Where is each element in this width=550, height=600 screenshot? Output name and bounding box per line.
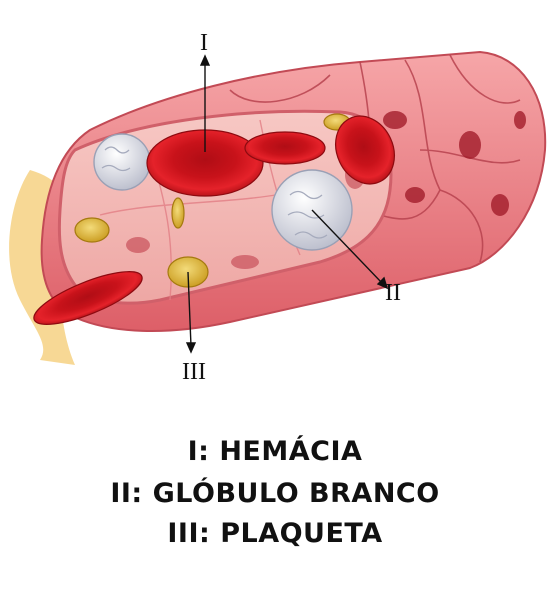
red-blood-cells xyxy=(33,115,395,325)
legend-line-plaqueta: III: PLAQUETA xyxy=(167,518,383,549)
callout-label-iii: III xyxy=(182,359,206,385)
endothelial-nuclei xyxy=(383,111,526,216)
callout-arrows xyxy=(185,54,389,354)
callout-label-ii: II xyxy=(385,280,401,306)
legend-line-globulo-branco: II: GLÓBULO BRANCO xyxy=(110,478,440,509)
legend-line-hemacia: I: HEMÁCIA xyxy=(187,436,363,467)
callout-label-i: I xyxy=(200,30,208,56)
